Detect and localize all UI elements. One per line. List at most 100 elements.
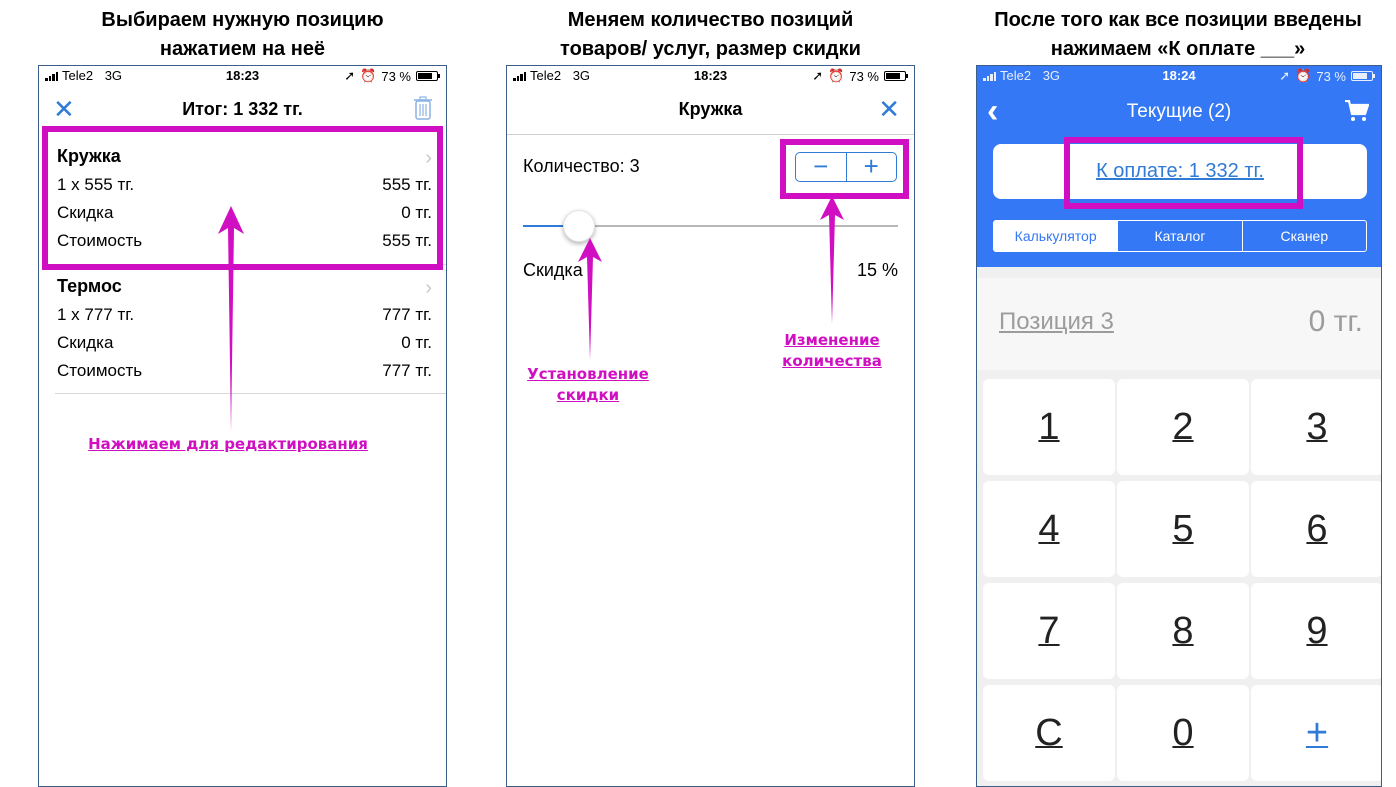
carrier: Tele2 [530, 68, 562, 83]
caption-line: Выбираем нужную позицию [101, 9, 384, 31]
annotation-quantity: Изменение количества [772, 330, 892, 372]
caption-edit-quantity: Меняем количество позиций товаров/ услуг… [506, 6, 915, 64]
close-icon[interactable]: ✕ [878, 94, 900, 124]
annotation-line: скидки [556, 386, 620, 404]
total-title: Итог: 1 332 тг. [182, 99, 303, 119]
key-plus[interactable]: + [1251, 685, 1381, 781]
battery-icon [884, 71, 908, 81]
row-value: 777 тг. [382, 305, 432, 324]
item-row: 1 x 555 тг. 555 тг. [57, 171, 432, 199]
alarm-icon: ⏰ [828, 68, 845, 83]
annotation-edit: Нажимаем для редактирования [88, 435, 368, 453]
back-icon[interactable]: ‹ [987, 92, 999, 130]
caption-line: нажатием на неё [159, 38, 326, 60]
item-name: Термос [57, 276, 122, 296]
chevron-right-icon: › [425, 147, 432, 169]
highlight-box [780, 139, 909, 199]
status-time: 18:23 [693, 68, 728, 83]
position-row: Позиция 3 0 тг. [977, 278, 1381, 370]
caption-select-position: Выбираем нужную позицию нажатием на неё [38, 6, 447, 64]
key-2[interactable]: 2 [1117, 379, 1249, 475]
row-value: 0 тг. [401, 203, 432, 222]
trash-icon[interactable] [414, 96, 432, 120]
signal-icon [513, 71, 526, 81]
tab-catalog[interactable]: Каталог [1117, 221, 1241, 251]
annotation-discount: Установление скидки [518, 364, 658, 406]
arrow-up-icon [218, 206, 244, 432]
key-6[interactable]: 6 [1251, 481, 1381, 577]
tab-calculator[interactable]: Калькулятор [994, 221, 1118, 251]
discount-value: 15 % [856, 260, 898, 280]
divider [55, 393, 446, 394]
row-label: Скидка [57, 333, 114, 352]
location-icon: ➚ [812, 68, 824, 83]
location-icon: ➚ [344, 68, 356, 83]
location-icon: ➚ [1279, 68, 1291, 83]
arrow-up-icon [578, 238, 602, 360]
key-1[interactable]: 1 [983, 379, 1115, 475]
battery-icon [1351, 71, 1375, 81]
annotation-line: Установление [527, 365, 649, 383]
status-time: 18:24 [1162, 68, 1196, 83]
item-name: Кружка [57, 146, 121, 166]
status-bar: Tele2 3G 18:24 ➚⏰73 % [977, 66, 1381, 86]
row-label: 1 x 777 тг. [57, 305, 135, 324]
divider [507, 134, 914, 135]
screen-item-edit: Tele2 3G 18:23 ➚⏰73 % Кружка ✕ Количеств… [506, 65, 915, 787]
caption-line: После того как все позиции введены [994, 9, 1362, 31]
row-value: 0 тг. [401, 333, 432, 352]
key-5[interactable]: 5 [1117, 481, 1249, 577]
annotation-line: Изменение [784, 331, 880, 349]
network: 3G [1042, 68, 1061, 83]
cart-icon[interactable] [1345, 100, 1369, 122]
key-8[interactable]: 8 [1117, 583, 1249, 679]
key-0[interactable]: 0 [1117, 685, 1249, 781]
caption-pay: После того как все позиции введены нажим… [960, 6, 1396, 64]
key-4[interactable]: 4 [983, 481, 1115, 577]
quantity-stepper[interactable]: − + [795, 152, 897, 182]
row-value: 555 тг. [382, 175, 432, 194]
key-9[interactable]: 9 [1251, 583, 1381, 679]
network: 3G [572, 68, 591, 83]
status-time: 18:23 [225, 68, 260, 83]
item-title: Кружка [678, 99, 743, 119]
tab-scanner[interactable]: Сканер [1241, 221, 1366, 251]
signal-icon [45, 71, 58, 81]
annotation-line: количества [782, 352, 882, 370]
signal-icon [983, 71, 996, 81]
slider-thumb[interactable] [563, 210, 596, 242]
carrier: Tele2 [62, 68, 94, 83]
current-title: Текущие (2) [1126, 101, 1232, 122]
alarm-icon: ⏰ [1295, 68, 1312, 83]
pay-button[interactable]: К оплате: 1 332 тг. [993, 144, 1367, 199]
row-label: 1 x 555 тг. [57, 175, 135, 194]
row-value: 777 тг. [382, 361, 432, 380]
battery-percent: 73 % [1316, 68, 1346, 84]
caption-line: нажимаем «К оплате ___» [1050, 38, 1306, 60]
status-bar: Tele2 3G 18:23 ➚⏰73 % [39, 66, 446, 86]
chevron-right-icon: › [425, 277, 432, 299]
quantity-label: Количество: 3 [523, 156, 640, 176]
alarm-icon: ⏰ [360, 68, 377, 83]
battery-icon [416, 71, 440, 81]
key-c[interactable]: C [983, 685, 1115, 781]
discount-slider[interactable] [523, 225, 898, 227]
position-label[interactable]: Позиция 3 [999, 308, 1114, 335]
key-3[interactable]: 3 [1251, 379, 1381, 475]
caption-line: товаров/ услуг, размер скидки [560, 38, 861, 60]
decrement-button[interactable]: − [796, 153, 847, 181]
increment-button[interactable]: + [863, 151, 879, 181]
slider-fill [523, 225, 580, 227]
position-value: 0 тг. [1308, 305, 1363, 338]
discount-label: Скидка [523, 260, 583, 280]
highlight-box [1064, 137, 1303, 209]
item-row: Скидка 0 тг. [57, 329, 432, 357]
close-icon[interactable]: ✕ [53, 94, 75, 124]
key-7[interactable]: 7 [983, 583, 1115, 679]
row-value: 555 тг. [382, 231, 432, 250]
